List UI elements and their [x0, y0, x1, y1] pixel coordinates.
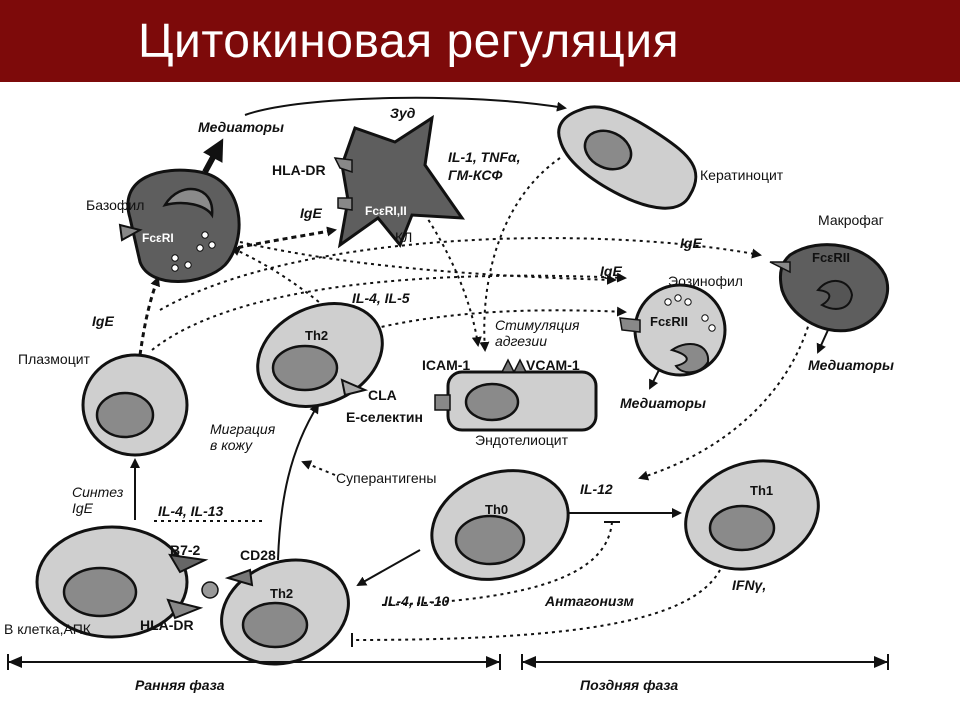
ifn-label: IFNγ,: [732, 577, 766, 593]
icam-label: ICAM-1: [422, 357, 470, 373]
itch-arrow: [244, 96, 567, 116]
mediators-top-label: Медиаторы: [198, 119, 284, 135]
itch-label: Зуд: [390, 105, 416, 121]
il4-il5-label: IL-4, IL-5: [352, 290, 410, 306]
eosinophil-cell: [619, 283, 727, 377]
cla-label: CLA: [368, 387, 397, 403]
plasmocyte-ige-arrow: [138, 276, 160, 356]
macrophage-mediators-label: Медиаторы: [808, 357, 894, 373]
b-cell: [35, 525, 219, 639]
mast-cytokines-label: IL-1, TNFα,: [448, 149, 520, 165]
mast-cell: [333, 114, 466, 249]
vcam-label: VCAM-1: [526, 357, 580, 373]
il12-label: IL-12: [580, 481, 613, 497]
eosinophil-label: Эозинофил: [668, 273, 743, 289]
il4-il13-label: IL-4, IL-13: [158, 503, 224, 519]
keratinocyte-to-endothelium-arrow: [479, 157, 561, 352]
cd28-label: CD28: [240, 547, 276, 563]
superantigens-label: Суперантигены: [336, 470, 436, 486]
ige-mast-label: IgE: [300, 205, 322, 221]
early-phase-label: Ранняя фаза: [135, 677, 225, 693]
th0-label: Th0: [485, 502, 508, 517]
antagonism-line: [379, 521, 613, 606]
endothelium-cell: [434, 358, 598, 432]
th2-to-eosinophil-arrow: [367, 306, 627, 331]
ige-eos-label: IgE: [600, 263, 622, 279]
endothelium-label: Эндотелиоцит: [475, 432, 569, 448]
title-bar: Цитокиновая регуляция: [0, 0, 960, 82]
b7-label: B7-2: [170, 542, 201, 558]
th2-upper-cell: [256, 302, 384, 408]
b-hla-label: HLA-DR: [140, 617, 194, 633]
e-selectin-label: E-селектин: [346, 409, 423, 425]
basophil-label: Базофил: [86, 197, 144, 213]
basophil-mediators-arrow: [202, 138, 224, 174]
macrophage-cell: [769, 243, 890, 333]
late-phase-label: Поздняя фаза: [580, 677, 678, 693]
keratinocyte-cell: [557, 105, 698, 210]
plasmocyte-cell: [81, 353, 189, 457]
macrophage-mediators-arrow: [816, 329, 829, 354]
eosinophil-mediators-arrow: [649, 367, 661, 390]
th1-cell: [684, 459, 820, 571]
th2-lower-cell: [220, 558, 350, 666]
th1-label: Th1: [750, 483, 773, 498]
basophil-receptor: FcεRI: [142, 231, 174, 245]
slide-title: Цитокиновая регуляция: [138, 15, 680, 68]
macrophage-receptor: FcεRII: [812, 250, 850, 265]
mast-crossing-arrow: [239, 241, 617, 285]
migration-label-1: Миграция: [210, 421, 276, 437]
keratinocyte-label: Кератиноцит: [700, 167, 784, 183]
macrophage-il12-arrow: [638, 319, 811, 481]
th0-cell: [430, 469, 570, 581]
il4-il10-label: IL-4, IL-10: [384, 593, 450, 609]
mast-cytokines-label-2: ГМ-КСФ: [448, 167, 502, 183]
migration-label-2: в кожу: [210, 437, 253, 453]
ige-top-label: IgE: [680, 235, 702, 251]
th2-lower-label: Th2: [270, 586, 293, 601]
adhesion-label-1: Стимуляция: [495, 317, 580, 333]
antagonism-label: Антагонизм: [544, 593, 634, 609]
ifn-line: [351, 569, 721, 641]
superantigens-arrow: [301, 460, 336, 476]
mast-receptor: FcεRI,II: [365, 204, 407, 218]
cytokine-regulation-diagram: Медиаторы Зуд Базофил FcεRI HLA-DR FcεRI…: [4, 96, 894, 693]
ige-macrophage-arrow: [159, 237, 762, 311]
eosinophil-mediators-label: Медиаторы: [620, 395, 706, 411]
mast-hla-label: HLA-DR: [272, 162, 326, 178]
basophil-cell: [118, 168, 241, 283]
th2-upper-label: Th2: [305, 328, 328, 343]
migration-arrow: [277, 403, 320, 561]
adhesion-label-2: адгезии: [495, 333, 547, 349]
synthesis-label-2: IgE: [72, 500, 94, 516]
mast-name-label: КЛ: [395, 229, 412, 245]
macrophage-label: Макрофаг: [818, 212, 884, 228]
ige-eosinophil-arrow: [151, 272, 627, 351]
b-cell-label: В клетка,АПК: [4, 621, 92, 637]
synthesis-label-1: Синтез: [72, 484, 124, 500]
eosinophil-receptor: FcεRII: [650, 314, 688, 329]
late-phase-bar: [521, 654, 889, 670]
th0-to-th2-arrow: [356, 549, 421, 586]
ige-left-label: IgE: [92, 313, 114, 329]
plasmocyte-label: Плазмоцит: [18, 351, 91, 367]
early-phase-bar: [7, 654, 501, 670]
